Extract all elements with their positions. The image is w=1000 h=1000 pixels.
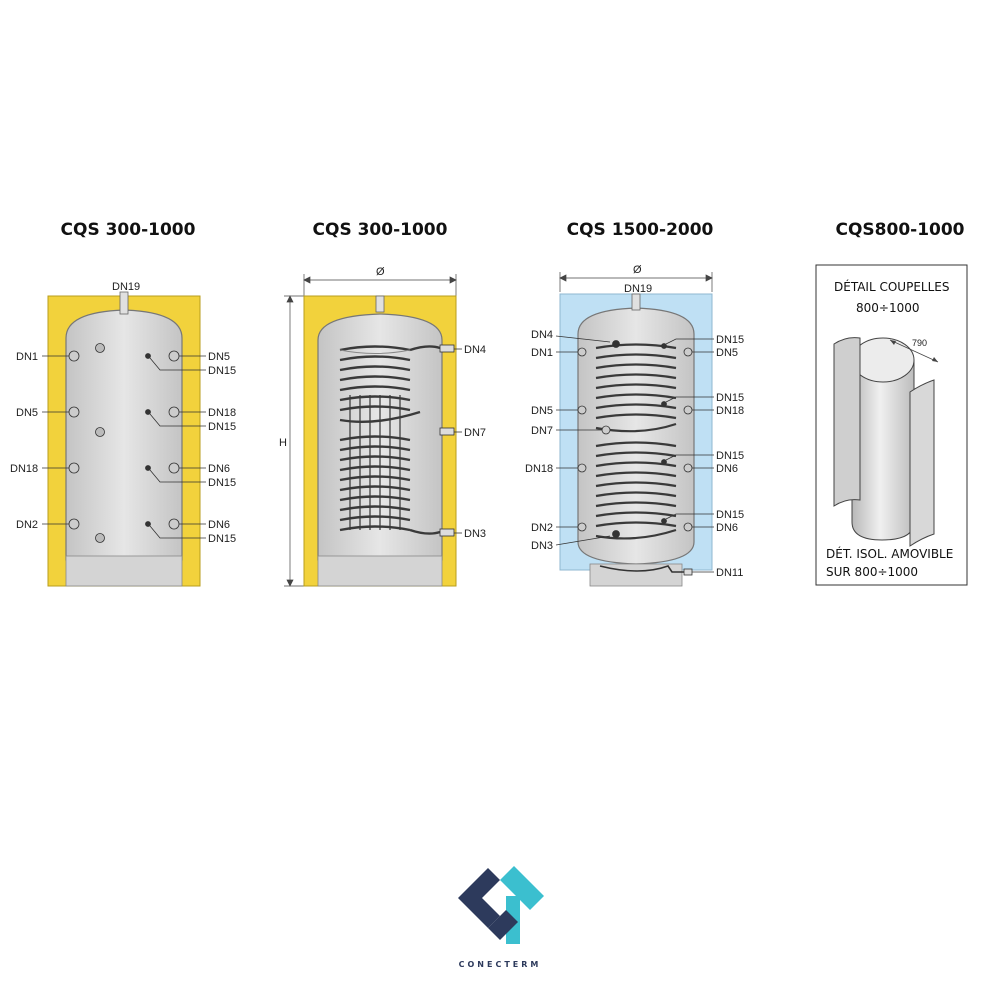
tank-1-right-label-3a: DN6 — [208, 463, 230, 475]
tank-2-dimensions — [284, 274, 457, 587]
tank-2-coil — [339, 345, 441, 535]
tank-1-right-label-4a: DN6 — [208, 519, 230, 531]
tank-3-right-label-3: DN15 — [716, 392, 744, 404]
tank-1-right-label-1b: DN15 — [208, 365, 236, 377]
tank-3-right-label-6: DN6 — [716, 463, 738, 475]
tank-3: Ø DN19 DN4 DN1 DN5 — [525, 264, 744, 587]
tank-1-left-label-2: DN5 — [16, 407, 38, 419]
tank-3-left-label-4: DN7 — [531, 425, 553, 437]
tank-2-base — [317, 555, 443, 587]
tank-3-right-label-8: DN6 — [716, 522, 738, 534]
detail-text-3: DÉT. ISOL. AMOVIBLE — [826, 546, 953, 561]
tank-2-right-label-3: DN3 — [464, 528, 486, 540]
tank-1-base — [65, 555, 183, 587]
detail-text-1: DÉTAIL COUPELLES — [834, 279, 949, 294]
tank-2-diameter-label: Ø — [376, 266, 385, 278]
tank-3-vessel — [577, 307, 695, 565]
tank-3-top-label: DN19 — [624, 283, 652, 295]
tank-3-right-connections — [599, 338, 714, 576]
detail-panel: DÉTAIL COUPELLES 800÷1000 790 DÉT. ISOL.… — [815, 264, 968, 586]
brand-name: CONECTERM — [458, 960, 542, 969]
tank-3-right-label-7: DN15 — [716, 509, 744, 521]
title-tank-1: CQS 300-1000 — [60, 220, 196, 240]
tank-3-right-label-5: DN15 — [716, 450, 744, 462]
tank-3-left-label-2: DN1 — [531, 347, 553, 359]
tank-1-right-label-2a: DN18 — [208, 407, 236, 419]
tank-1-left-label-4: DN2 — [16, 519, 38, 531]
tank-2-right-connections — [439, 344, 462, 537]
title-tank-3: CQS 1500-2000 — [566, 220, 714, 240]
tank-1-top-label: DN19 — [112, 281, 140, 293]
tank-1-left-connections — [42, 343, 105, 543]
tank-3-right-label-9: DN11 — [716, 567, 743, 579]
title-tank-2: CQS 300-1000 — [312, 220, 448, 240]
tank-3-left-connections — [555, 335, 620, 546]
detail-text-2: 800÷1000 — [856, 301, 920, 315]
detail-cylinder — [833, 337, 939, 547]
tank-3-coil — [595, 343, 677, 540]
tank-1-left-label-3: DN18 — [10, 463, 38, 475]
tank-3-left-label-3: DN5 — [531, 405, 553, 417]
conecterm-logo-icon — [458, 866, 544, 944]
tank-1-right-label-2b: DN15 — [208, 421, 236, 433]
tank-3-left-label-1: DN4 — [531, 329, 553, 341]
detail-text-4: SUR 800÷1000 — [826, 565, 918, 579]
tank-3-right-label-2: DN5 — [716, 347, 738, 359]
tank-2: Ø H — [279, 266, 486, 587]
tank-1-left-label-1: DN1 — [16, 351, 38, 363]
tank-3-right-label-1: DN15 — [716, 334, 744, 346]
tank-1-vessel — [65, 309, 183, 567]
tank-2-right-label-1: DN4 — [464, 344, 486, 356]
tank-3-right-label-4: DN18 — [716, 405, 744, 417]
tank-1-right-connections — [145, 350, 206, 539]
tank-3-left-label-5: DN18 — [525, 463, 553, 475]
detail-dim-label: 790 — [912, 338, 927, 348]
tank-2-right-label-2: DN7 — [464, 427, 486, 439]
tank-3-diameter-label: Ø — [633, 264, 642, 276]
tank-3-left-label-6: DN2 — [531, 522, 553, 534]
title-detail: CQS800-1000 — [835, 220, 965, 240]
tank-3-dimensions — [559, 272, 713, 292]
tank-3-left-label-7: DN3 — [531, 540, 553, 552]
tank-1-right-label-3b: DN15 — [208, 477, 236, 489]
tank-1: DN19 DN1 DN5 DN18 DN2 DN5 DN15 DN18 — [10, 281, 236, 587]
tank-1-right-label-4b: DN15 — [208, 533, 236, 545]
tank-1-top-nozzle — [119, 291, 129, 315]
tank-3-top-nozzle — [631, 293, 641, 311]
tank-1-right-label-1a: DN5 — [208, 351, 230, 363]
tank-2-height-label: H — [279, 437, 287, 449]
tank-2-top-nozzle — [375, 295, 385, 313]
